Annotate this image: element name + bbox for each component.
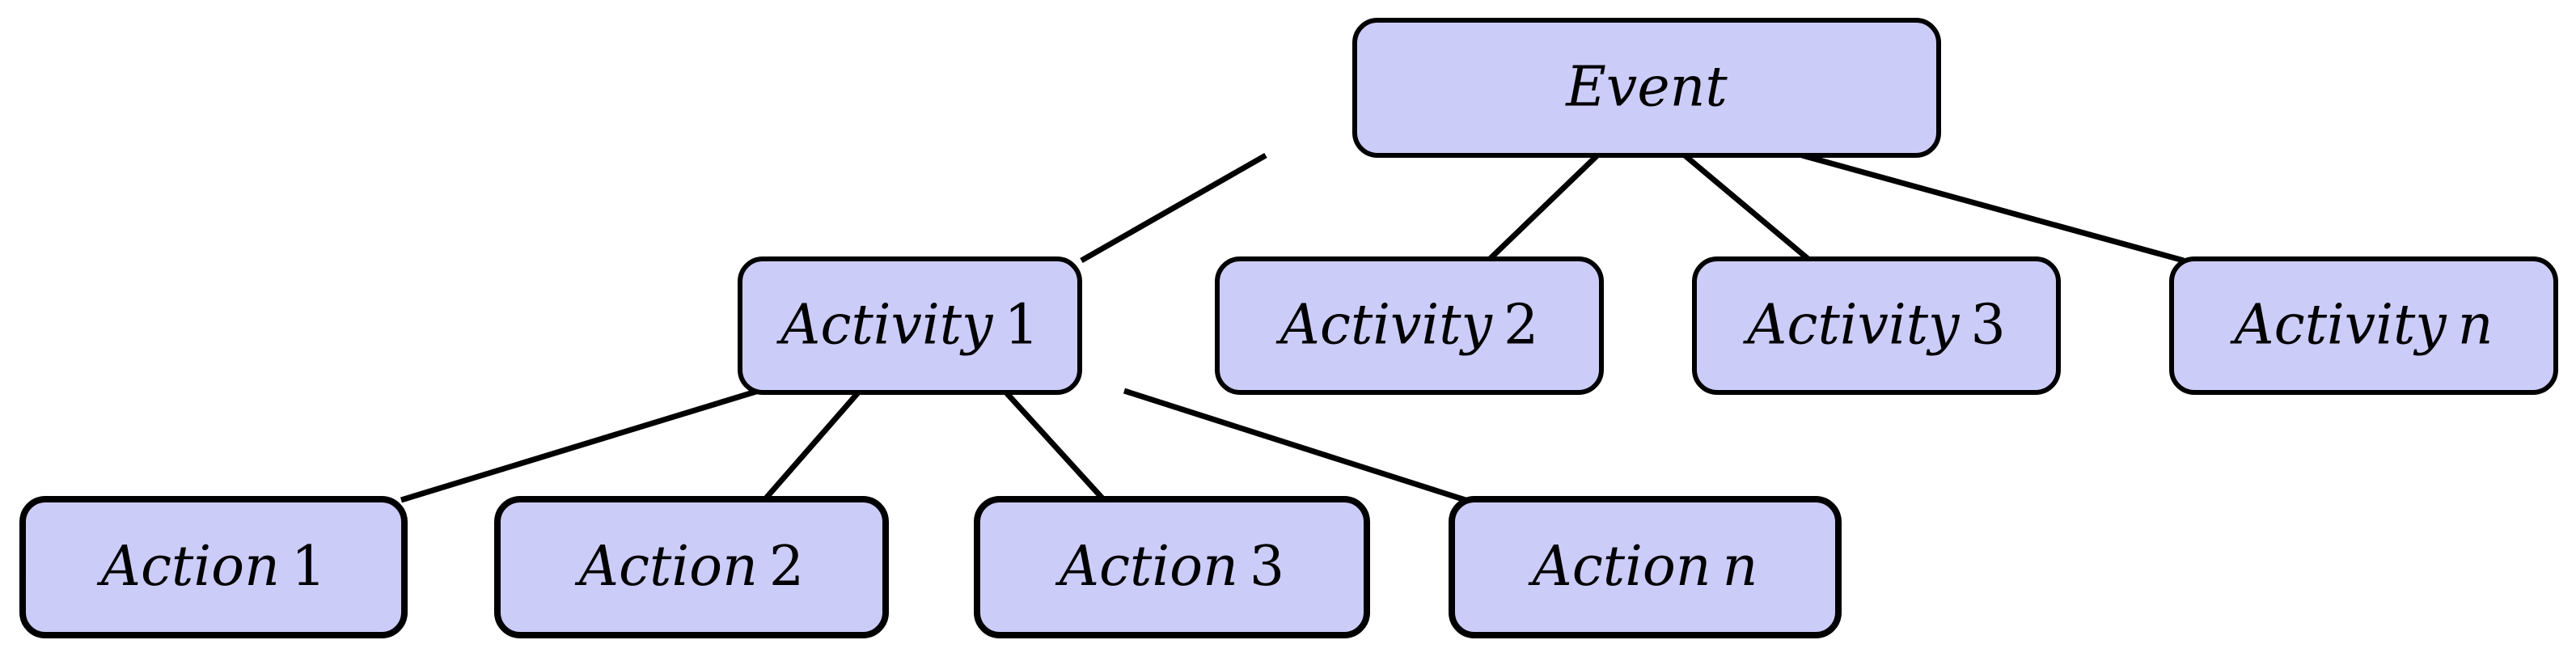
edge-activity-1-action-3 [1002, 388, 1106, 502]
node-box-activity-1[interactable] [738, 256, 1082, 395]
edge-event-activity-3 [1682, 153, 1813, 263]
node-box-action-3[interactable] [974, 496, 1370, 638]
edge-event-activity-2 [1486, 153, 1600, 263]
node-box-action-n[interactable] [1449, 496, 1842, 638]
edges-group [400, 152, 2185, 503]
node-box-action-2[interactable] [494, 496, 889, 638]
edge-activity-1-action-n [1123, 388, 1467, 503]
node-box-activity-n[interactable] [2169, 256, 2558, 395]
edge-activity-1-action-1 [400, 388, 760, 503]
node-box-action-1[interactable] [19, 496, 408, 638]
node-event[interactable]: Event [1352, 18, 1941, 158]
node-box-event[interactable] [1352, 18, 1941, 158]
edge-event-activity-n [1801, 152, 2185, 264]
node-box-activity-3[interactable] [1692, 256, 2061, 395]
node-label-event: Event [1564, 55, 1728, 119]
node-box-activity-2[interactable] [1215, 256, 1604, 395]
edge-activity-1-action-2 [762, 388, 862, 502]
edge-event-activity-1 [1080, 152, 1267, 264]
